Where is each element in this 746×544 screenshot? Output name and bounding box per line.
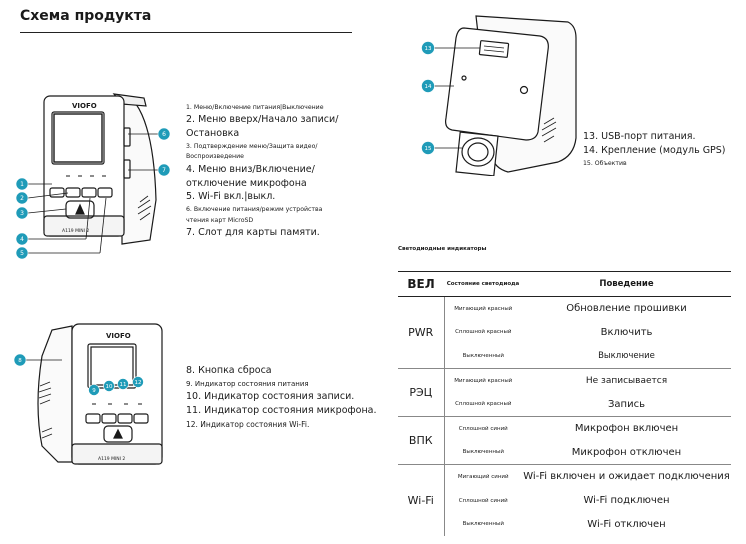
header-behavior: Поведение <box>522 271 731 297</box>
state-cell: Мигающий красный <box>454 377 513 384</box>
table-row: Выключенный Микрофон отключен <box>398 440 731 466</box>
table-row: Сплошной красный Запись <box>398 392 731 417</box>
behavior-cell: Не записывается <box>585 375 668 386</box>
front-callout-1: 1 <box>20 181 24 188</box>
table-header-row: ВЕЛ Состояние светодиода Поведение <box>398 271 731 297</box>
behavior-cell: Обновление прошивки <box>566 303 687 315</box>
state-cell: Сплошной синий <box>458 497 508 504</box>
header-state: Состояние светодиода <box>444 271 522 297</box>
side-callout-10: 10 <box>106 384 113 390</box>
front-callout-2: 2 <box>20 195 24 202</box>
page-title: Схема продукта <box>20 8 152 24</box>
list-item: чтения карт MicroSD <box>186 216 254 224</box>
front-callout-6: 6 <box>162 131 166 138</box>
back-callout-15: 15 <box>425 146 432 152</box>
behavior-cell: Микрофон включен <box>574 423 679 435</box>
front-callout-5: 5 <box>20 250 24 257</box>
list-item: 6. Включение питания/режим устройства <box>186 206 323 214</box>
led-section-title: Светодиодные индикаторы <box>398 246 487 252</box>
state-cell: Сплошной синий <box>458 425 508 432</box>
back-view-illustration: 13 14 15 <box>421 15 577 176</box>
list-item: 5. Wi-Fi вкл.|выкл. <box>186 191 276 203</box>
table-row: PWR Мигающий красный Обновление прошивки <box>398 296 731 369</box>
mode-cell-mic: ВПК <box>398 416 445 466</box>
state-cell: Сплошной красный <box>444 392 522 417</box>
state-cell: Выключенный <box>444 440 522 466</box>
side-brand-label: VIOFO <box>106 332 131 340</box>
mode-cell-rec: РЭЦ <box>398 368 445 417</box>
list-item: 13. USB-порт питания. <box>583 131 696 142</box>
behavior-cell: Запись <box>522 392 731 417</box>
behavior-cell: Выключение <box>522 344 731 369</box>
table-row: Выключенный Wi-Fi отключен <box>398 512 731 536</box>
state-cell: Выключенный <box>444 344 522 369</box>
state-cell: Мигающий красный <box>454 305 513 312</box>
list-item: 12. Индикатор состояния Wi-Fi. <box>186 419 310 429</box>
list-item: Остановка <box>186 128 240 140</box>
list-item: 11. Индикатор состояния микрофона. <box>186 405 377 417</box>
behavior-cell: Микрофон отключен <box>522 440 731 466</box>
behavior-cell: Wi-Fi подключен <box>583 495 670 507</box>
front-callout-4: 4 <box>20 236 24 243</box>
side-view-list: 8. Кнопка сброса 9. Индикатор состояния … <box>186 364 377 432</box>
list-item: 9. Индикатор состояния питания <box>186 379 309 388</box>
front-view-illustration: VIOFO A119 MINI 2 1 2 3 4 5 6 7 <box>15 93 171 260</box>
back-view-list: 13. USB-порт питания. 14. Крепление (мод… <box>583 130 726 170</box>
behavior-cell: Wi-Fi включен и ожидает подключения <box>523 471 730 483</box>
led-status-table: ВЕЛ Состояние светодиода Поведение PWR М… <box>398 271 731 536</box>
list-item: 10. Индикатор состояния записи. <box>186 391 355 403</box>
state-cell: Сплошной красный <box>455 329 512 336</box>
list-item: отключение микрофона <box>186 177 307 189</box>
back-callout-14: 14 <box>425 84 432 90</box>
list-item: 8. Кнопка сброса <box>186 365 272 376</box>
side-callout-11: 11 <box>120 382 127 388</box>
list-item: 4. Меню вниз/Включение/ <box>186 163 315 175</box>
back-callout-13: 13 <box>425 46 432 52</box>
behavior-cell: Включить <box>600 326 653 338</box>
table-row: Wi-Fi Мигающий синий Wi-Fi включен и ожи… <box>398 464 731 536</box>
table-row: РЭЦ Мигающий красный Не записывается <box>398 368 731 417</box>
state-cell: Выключенный <box>462 521 504 528</box>
list-item: Воспроизведение <box>186 153 244 161</box>
title-divider <box>20 32 352 33</box>
header-mode: ВЕЛ <box>398 271 444 297</box>
list-item: 14. Крепление (модуль GPS) <box>583 144 726 156</box>
front-view-list: 1. Меню/Включение питания|Выключение 2. … <box>186 102 338 241</box>
side-callout-12: 12 <box>135 380 142 386</box>
front-model-label: A119 MINI 2 <box>62 228 89 234</box>
list-item: 7. Слот для карты памяти. <box>186 226 320 238</box>
side-model-label: A119 MINI 2 <box>98 456 125 462</box>
table-row: ВПК Сплошной синий Микрофон включен <box>398 416 731 466</box>
list-item: 1. Меню/Включение питания|Выключение <box>186 104 324 111</box>
list-item: 3. Подтверждение меню/Защита видео/ <box>186 142 318 150</box>
table-row: Сплошной красный Включить <box>398 321 731 345</box>
front-callout-7: 7 <box>162 167 166 174</box>
list-item: 2. Меню вверх/Начало записи/ <box>186 114 339 126</box>
list-item: 15. Объектив <box>583 159 627 167</box>
table-row: Сплошной синий Wi-Fi подключен <box>398 489 731 513</box>
state-cell: Мигающий синий <box>457 473 509 480</box>
side-callout-8: 8 <box>18 358 22 364</box>
mode-cell-pwr: PWR <box>398 296 445 369</box>
mode-cell-wifi: Wi-Fi <box>398 464 445 536</box>
behavior-cell: Wi-Fi отключен <box>587 518 666 530</box>
front-callout-3: 3 <box>20 210 24 217</box>
table-row: Выключенный Выключение <box>398 344 731 369</box>
front-brand-label: VIOFO <box>72 102 97 110</box>
side-view-illustration: VIOFO A119 MINI 2 8 9 10 11 12 <box>13 323 163 465</box>
side-callout-9: 9 <box>92 388 96 394</box>
